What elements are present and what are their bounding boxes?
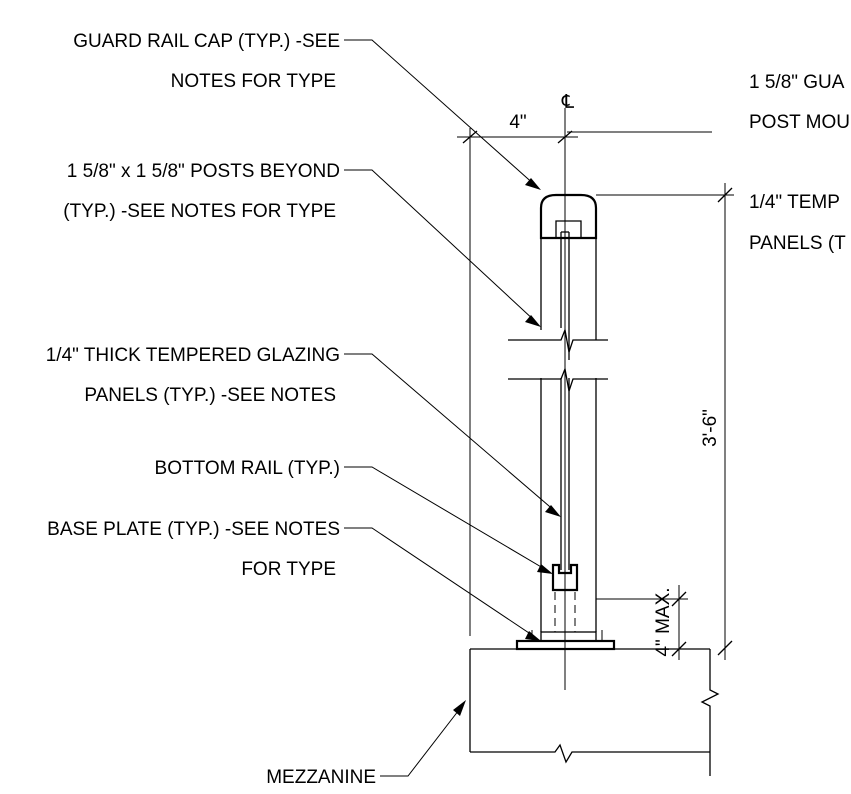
leader-bottom-rail xyxy=(344,466,549,572)
leader-glazing xyxy=(344,353,557,513)
callout-labels: GUARD RAIL CAP (TYP.) -SEE NOTES FOR TYP… xyxy=(46,31,850,788)
arrow-base-plate xyxy=(525,631,541,641)
arrow-glazing xyxy=(545,505,561,517)
label-right-temp-line1: 1/4" TEMP xyxy=(749,192,840,213)
break-line-upper xyxy=(508,327,608,353)
dim-width-text: 4" xyxy=(509,112,526,133)
label-guard-rail-cap-line1: GUARD RAIL CAP (TYP.) -SEE xyxy=(73,31,340,52)
bottom-rail xyxy=(551,563,579,592)
dim-height-text: 3'-6" xyxy=(700,409,721,447)
arrow-mezzanine xyxy=(453,700,466,716)
centerline-symbol: ℄ xyxy=(561,92,575,113)
dimensions: 4" ℄ 3'-6" 4" MAX. xyxy=(457,92,734,660)
label-right-temp-line2: PANELS (T xyxy=(749,233,846,254)
label-right-guard-line2: POST MOU xyxy=(749,112,850,133)
guard-rail-assembly xyxy=(508,108,616,690)
leader-posts-beyond xyxy=(344,169,537,323)
leader-base-plate xyxy=(344,527,536,638)
leader-guard-rail-cap xyxy=(344,39,537,187)
break-line-lower xyxy=(508,366,608,392)
label-mezzanine: MEZZANINE xyxy=(266,767,376,788)
base-plate-post-block xyxy=(540,631,597,642)
guard-rail-cap xyxy=(539,193,598,240)
label-posts-beyond-line1: 1 5/8" x 1 5/8" POSTS BEYOND xyxy=(67,161,340,182)
label-base-plate-line1: BASE PLATE (TYP.) -SEE NOTES xyxy=(47,519,340,540)
label-glazing-line1: 1/4" THICK TEMPERED GLAZING xyxy=(46,345,340,366)
label-bottom-rail: BOTTOM RAIL (TYP.) xyxy=(155,458,340,479)
label-right-guard-line1: 1 5/8" GUA xyxy=(749,72,845,93)
label-posts-beyond-line2: (TYP.) -SEE NOTES FOR TYPE xyxy=(63,201,336,222)
leader-lines xyxy=(344,39,712,777)
arrow-guard-rail-cap xyxy=(525,178,541,190)
leader-mezzanine xyxy=(380,705,463,777)
arrow-posts-beyond xyxy=(525,315,541,327)
guard-rail-cap-channel xyxy=(555,220,582,238)
dim-max-gap-text: 4" MAX. xyxy=(653,587,674,656)
arrow-bottom-rail xyxy=(537,564,553,574)
mezzanine-slab xyxy=(469,648,720,776)
label-guard-rail-cap-line2: NOTES FOR TYPE xyxy=(171,71,336,92)
slab-break-line xyxy=(700,649,720,776)
label-glazing-line2: PANELS (TYP.) -SEE NOTES xyxy=(84,385,336,406)
label-base-plate-line2: FOR TYPE xyxy=(241,559,336,580)
